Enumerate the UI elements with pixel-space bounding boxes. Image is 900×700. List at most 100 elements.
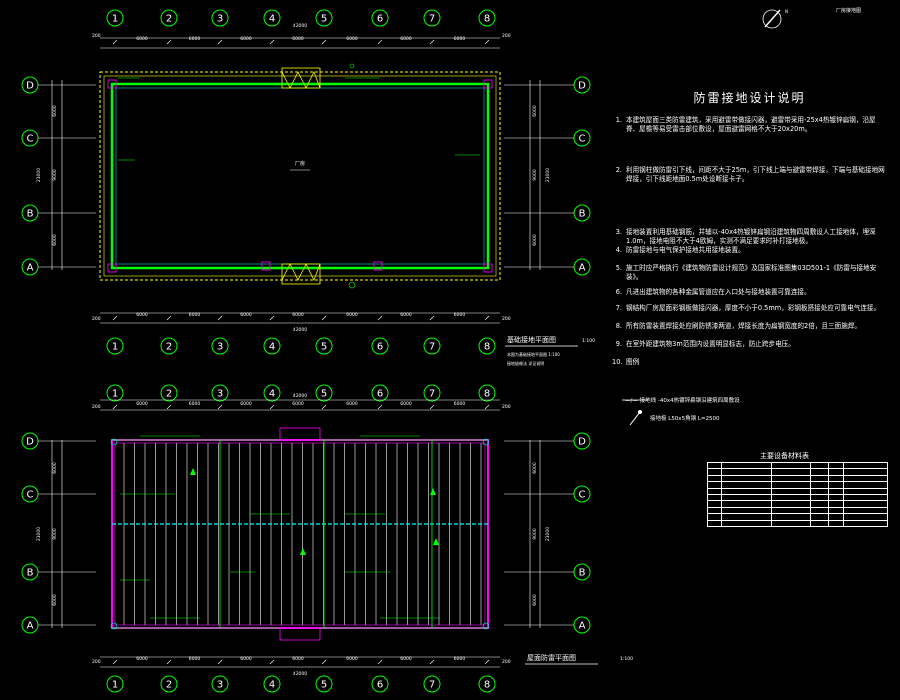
bottom-col-axis-label-4-0: 4 (269, 389, 275, 400)
material-table-cell (770, 519, 811, 527)
bottom-col-axis-2-1 (160, 675, 178, 693)
top-col-axis-1-0 (106, 9, 124, 27)
material-table-cell (706, 468, 723, 476)
top-plan-total-dim: 42000 (293, 23, 307, 29)
material-table-cell (706, 474, 723, 483)
top-col-axis-label-3-0: 3 (217, 14, 223, 25)
top-plan-edge-dim-right: 200 (502, 33, 511, 39)
bottom-plan-side-total-right: 21000 (545, 527, 551, 541)
bottom-plan-side-bay-right-2: 9000 (532, 528, 538, 540)
bottom-bay-dim-3-0: 6000 (240, 401, 252, 407)
bottom-col-axis-8-0 (478, 384, 496, 402)
top-bay-dim-3-1: 6000 (240, 312, 252, 318)
bottom-row-axis-label-B-0: B (27, 568, 34, 579)
top-col-axis-label-4-0: 4 (269, 14, 275, 25)
top-plan-bay-dims: 6000600060006000600060006000600060006000… (112, 36, 490, 321)
top-plan-side-bay-left-3: 6000 (52, 234, 58, 246)
bottom-col-axis-6-1 (371, 675, 389, 693)
top-col-axis-label-1-0: 1 (112, 14, 118, 25)
material-table-row (706, 500, 889, 508)
design-note-number: 1. (615, 116, 622, 124)
top-row-axis-label-A-1: A (579, 263, 586, 274)
design-note-text: 施工时应严格执行《建筑物防雷设计规范》及国家标准图集03D501-1《防雷与接地… (626, 264, 877, 282)
top-col-axis-label-7-0: 7 (429, 14, 435, 25)
top-bay-dim-1-1: 6000 (136, 312, 148, 318)
top-plan-legend-line-2: 接地极做法 详见说明 (507, 360, 544, 366)
top-bay-dim-6-0: 6000 (400, 36, 412, 42)
bottom-plan-edge-dim-right: 200 (502, 404, 511, 410)
top-col-axis-label-7-1: 7 (429, 342, 435, 353)
design-note-number: 8. (615, 322, 622, 330)
bottom-col-axis-7-1 (423, 675, 441, 693)
material-table-cell (721, 519, 772, 527)
material-table-cell (828, 500, 844, 508)
top-col-axis-7-0 (423, 9, 441, 27)
design-note-number: 10. (612, 358, 623, 366)
bottom-plan: 42000 42000 200 200 200 200 21000 21000 … (36, 393, 551, 677)
material-table-cell (828, 519, 844, 527)
top-plan-room-label: 厂房 (295, 160, 305, 167)
top-plan-total-dim-bottom: 42000 (293, 327, 307, 333)
top-plan-side-bay-left-2: 9000 (52, 169, 58, 181)
bottom-row-axis-label-A-1: A (579, 621, 586, 632)
material-table-cell (706, 500, 723, 508)
top-col-axis-4-0 (263, 9, 281, 27)
bottom-col-axis-8-1 (478, 675, 496, 693)
top-plan-edge-dim-left-bottom: 200 (92, 316, 101, 322)
material-table-cell (842, 474, 889, 483)
bottom-bay-dim-6-0: 6000 (400, 401, 412, 407)
material-table-row (706, 493, 889, 502)
top-plan-side-bay-right-3: 6000 (532, 234, 538, 246)
top-col-axis-5-0 (315, 9, 333, 27)
bottom-plan-side-total-left: 21000 (36, 527, 42, 541)
top-col-axis-label-2-1: 2 (166, 342, 172, 353)
material-table-cell (706, 519, 723, 527)
bottom-row-axis-label-D-0: D (26, 437, 34, 448)
bottom-plan-edge-dim-right-bottom: 200 (502, 659, 511, 665)
bottom-col-axis-label-3-0: 3 (217, 389, 223, 400)
top-row-axis-label-C-0: C (27, 134, 34, 145)
notes-legend-b: 接地极 L50x5角钢 L=2500 (650, 414, 720, 422)
top-row-axis-label-B-0: B (27, 209, 34, 220)
top-bay-dim-1-0: 6000 (136, 36, 148, 42)
design-note-text: 凡进出建筑物的各种金属管道应在入口处与接地装置可靠连接。 (626, 288, 811, 296)
material-table-row (706, 461, 889, 470)
bottom-col-axis-label-7-1: 7 (429, 680, 435, 691)
north-arrow-icon: N (762, 9, 788, 29)
design-note-text: 所有防雷装置焊接处应刷防锈漆两道，焊接长度为扁钢宽度的2倍，且三面施焊。 (626, 322, 861, 330)
top-plan-legend-line-1: 本图为基础接地平面图 1:100 (507, 351, 560, 357)
bottom-plan-total-dim-bottom: 42000 (293, 671, 307, 677)
design-note-number: 9. (615, 340, 622, 348)
bottom-col-axis-1-1 (106, 675, 124, 693)
material-table-cell (828, 493, 844, 502)
design-note-number: 3. (615, 228, 622, 236)
bottom-col-axis-label-8-1: 8 (484, 680, 490, 691)
bottom-col-axis-5-0 (315, 384, 333, 402)
top-plan-side-total-right: 21000 (545, 168, 551, 182)
top-plan-scale: 1:100 (582, 338, 595, 344)
material-table-cell (706, 493, 723, 502)
top-col-axis-label-6-0: 6 (377, 14, 383, 25)
top-col-axis-8-0 (478, 9, 496, 27)
material-table-cell (842, 487, 889, 495)
top-col-axis-2-0 (160, 9, 178, 27)
material-table-row (706, 487, 889, 495)
top-row-axis-label-D-0: D (26, 81, 34, 92)
top-col-axis-6-0 (371, 9, 389, 27)
top-col-axis-5-1 (315, 337, 333, 355)
bottom-col-axis-6-0 (371, 384, 389, 402)
bottom-col-axis-label-2-0: 2 (166, 389, 172, 400)
bottom-row-axis-label-A-0: A (27, 621, 34, 632)
bottom-plan-title: 屋面防雷平面图 (527, 653, 576, 662)
top-col-axis-3-0 (211, 9, 229, 27)
material-table-title: 主要设备材料表 (760, 452, 809, 460)
top-col-axis-1-1 (106, 337, 124, 355)
bottom-col-axis-label-8-0: 8 (484, 389, 490, 400)
material-table-cell (706, 461, 723, 470)
material-table-cell (842, 481, 889, 489)
material-table-row (706, 468, 889, 476)
bottom-col-axis-2-0 (160, 384, 178, 402)
material-table-cell (842, 468, 889, 476)
